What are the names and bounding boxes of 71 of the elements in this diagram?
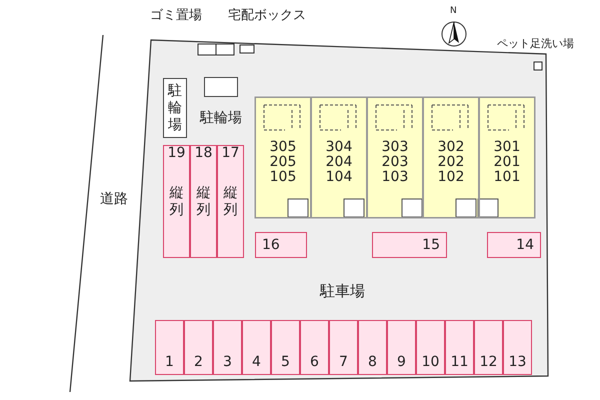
parking-type-label: 縦列 bbox=[169, 185, 184, 219]
parking-space bbox=[190, 145, 217, 258]
area-label: 駐輪場 bbox=[200, 109, 242, 127]
space-number: 12 bbox=[480, 355, 498, 370]
space-number: 16 bbox=[262, 238, 280, 252]
room-number: 305 bbox=[270, 140, 296, 155]
delivery-box-label: 宅配ボックス bbox=[228, 7, 306, 24]
space-number: 19 bbox=[168, 146, 186, 161]
space-number: 3 bbox=[223, 355, 232, 370]
room-number: 105 bbox=[270, 170, 296, 185]
garbage-area-label: ゴミ置場 bbox=[150, 7, 202, 24]
room-number: 304 bbox=[326, 140, 352, 155]
space-number: 6 bbox=[310, 355, 319, 370]
space-number: 13 bbox=[508, 355, 526, 370]
space-number: 17 bbox=[222, 146, 240, 161]
parking-space bbox=[387, 320, 416, 375]
space-number: 4 bbox=[252, 355, 261, 370]
apartment-unit bbox=[423, 97, 479, 218]
parking-space bbox=[300, 320, 329, 375]
parking-space bbox=[242, 320, 271, 375]
parking-space bbox=[503, 320, 532, 375]
space-number: 14 bbox=[516, 238, 534, 252]
room-number: 301 bbox=[494, 140, 520, 155]
room-number: 202 bbox=[438, 155, 464, 170]
parking-space bbox=[155, 320, 184, 375]
space-number: 8 bbox=[368, 355, 377, 370]
road-label: 道路 bbox=[100, 190, 128, 208]
space-number: 2 bbox=[194, 355, 203, 370]
parking-space bbox=[255, 232, 307, 258]
parking-lot-label: 駐車場 bbox=[320, 282, 365, 301]
area-label: 駐輪場 bbox=[168, 82, 182, 134]
space-number: 7 bbox=[339, 355, 348, 370]
foot-wash-label: ペット足洗い場 bbox=[497, 36, 574, 51]
room-number: 303 bbox=[382, 140, 408, 155]
apartment-unit bbox=[367, 97, 423, 218]
room-number: 203 bbox=[382, 155, 408, 170]
room-number: 302 bbox=[438, 140, 464, 155]
room-number: 205 bbox=[270, 155, 296, 170]
space-number: 5 bbox=[281, 355, 290, 370]
parking-space bbox=[163, 145, 190, 258]
parking-space bbox=[474, 320, 503, 375]
parking-type-label: 縦列 bbox=[196, 185, 211, 219]
room-number: 204 bbox=[326, 155, 352, 170]
space-number: 1 bbox=[165, 355, 174, 370]
room-number: 103 bbox=[382, 170, 408, 185]
apartment-unit bbox=[311, 97, 367, 218]
north-label: N bbox=[450, 6, 457, 16]
parking-space bbox=[213, 320, 242, 375]
parking-space bbox=[358, 320, 387, 375]
parking-space bbox=[271, 320, 300, 375]
parking-space bbox=[184, 320, 213, 375]
room-number: 201 bbox=[494, 155, 520, 170]
parking-space bbox=[329, 320, 358, 375]
parking-space bbox=[487, 232, 541, 258]
bicycle-parking-area bbox=[204, 77, 238, 97]
parking-space bbox=[445, 320, 474, 375]
room-number: 104 bbox=[326, 170, 352, 185]
space-number: 18 bbox=[194, 146, 212, 161]
bicycle-parking-area bbox=[163, 78, 187, 138]
space-number: 10 bbox=[422, 355, 440, 370]
room-number: 102 bbox=[438, 170, 464, 185]
parking-space bbox=[217, 145, 244, 258]
room-number: 101 bbox=[494, 170, 520, 185]
parking-space bbox=[372, 232, 447, 258]
space-number: 9 bbox=[397, 355, 406, 370]
apartment-unit bbox=[479, 97, 535, 218]
parking-type-label: 縦列 bbox=[223, 185, 238, 219]
space-number: 11 bbox=[450, 355, 468, 370]
apartment-unit bbox=[255, 97, 311, 218]
space-number: 15 bbox=[422, 238, 440, 252]
parking-space bbox=[416, 320, 445, 375]
